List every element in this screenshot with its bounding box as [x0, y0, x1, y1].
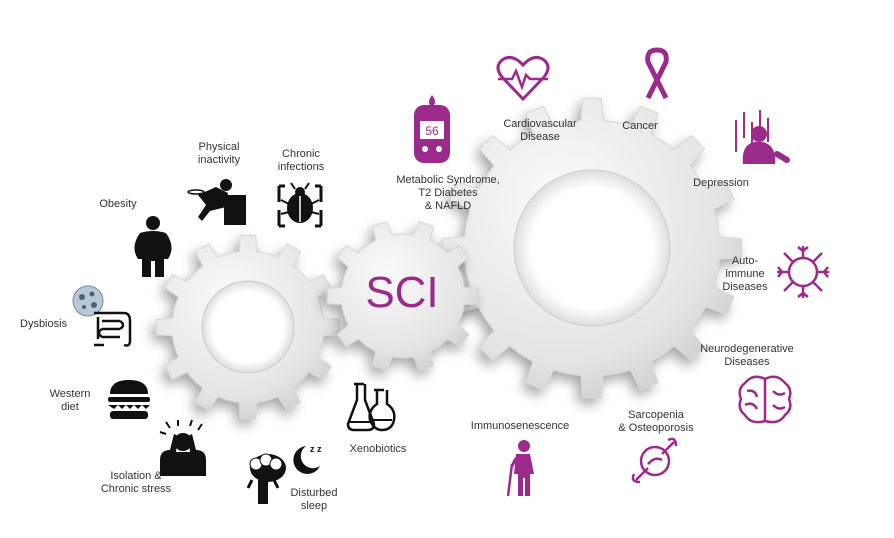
label-cancer: Cancer — [622, 120, 658, 132]
heart-ecg-icon — [496, 55, 550, 102]
glucometer-icon: 56 — [414, 95, 450, 163]
xenobiotics-flasks-icon — [346, 382, 396, 432]
label-dysbiosis: Dysbiosis — [20, 318, 68, 330]
glucometer-reading: 56 — [425, 124, 439, 138]
physical-inactivity-icon — [187, 179, 246, 225]
cancer-ribbon-icon — [645, 47, 669, 100]
stressed-person-icon — [159, 419, 206, 476]
label-depression: Depression — [693, 177, 749, 189]
obesity-icon — [134, 216, 172, 277]
gear-left — [155, 234, 341, 420]
sleeping-icon: z z — [246, 444, 322, 504]
elderly-person-icon — [506, 440, 534, 497]
label-sarcopenia: Sarcopenia & Osteoporosis — [618, 409, 694, 434]
gear-middle — [326, 221, 480, 371]
label-immunosenescence: Immunosenescence — [470, 420, 570, 432]
label-cardiovascular: Cardiovascular Disease — [503, 118, 577, 143]
dysbiosis-icon — [72, 285, 132, 347]
label-isolation-stress: Isolation & Chronic stress — [100, 470, 172, 495]
label-chronic-infections: Chronic infections — [277, 148, 325, 173]
hamburger-icon — [108, 380, 150, 419]
bone-joint-icon — [631, 437, 678, 484]
label-physical-inactivity: Physical inactivity — [197, 141, 241, 166]
label-western-diet: Western diet — [49, 388, 91, 413]
chronic-infections-icon — [277, 182, 323, 228]
label-obesity: Obesity — [99, 198, 137, 210]
label-xenobiotics: Xenobiotics — [349, 443, 407, 455]
label-autoimmune: Auto- immune Diseases — [722, 255, 768, 293]
sci-label: SCI — [365, 268, 439, 317]
label-neurodegenerative: Neurodegenerative Diseases — [700, 343, 794, 368]
gear-right — [441, 97, 743, 399]
depression-icon — [735, 110, 790, 164]
label-disturbed-sleep: Disturbed sleep — [290, 487, 338, 512]
autoimmune-icon — [777, 246, 829, 298]
brain-icon — [738, 375, 792, 424]
label-metabolic: Metabolic Syndrome, T2 Diabetes & NAFLD — [396, 174, 500, 212]
sleep-z-text: z z — [310, 444, 322, 454]
